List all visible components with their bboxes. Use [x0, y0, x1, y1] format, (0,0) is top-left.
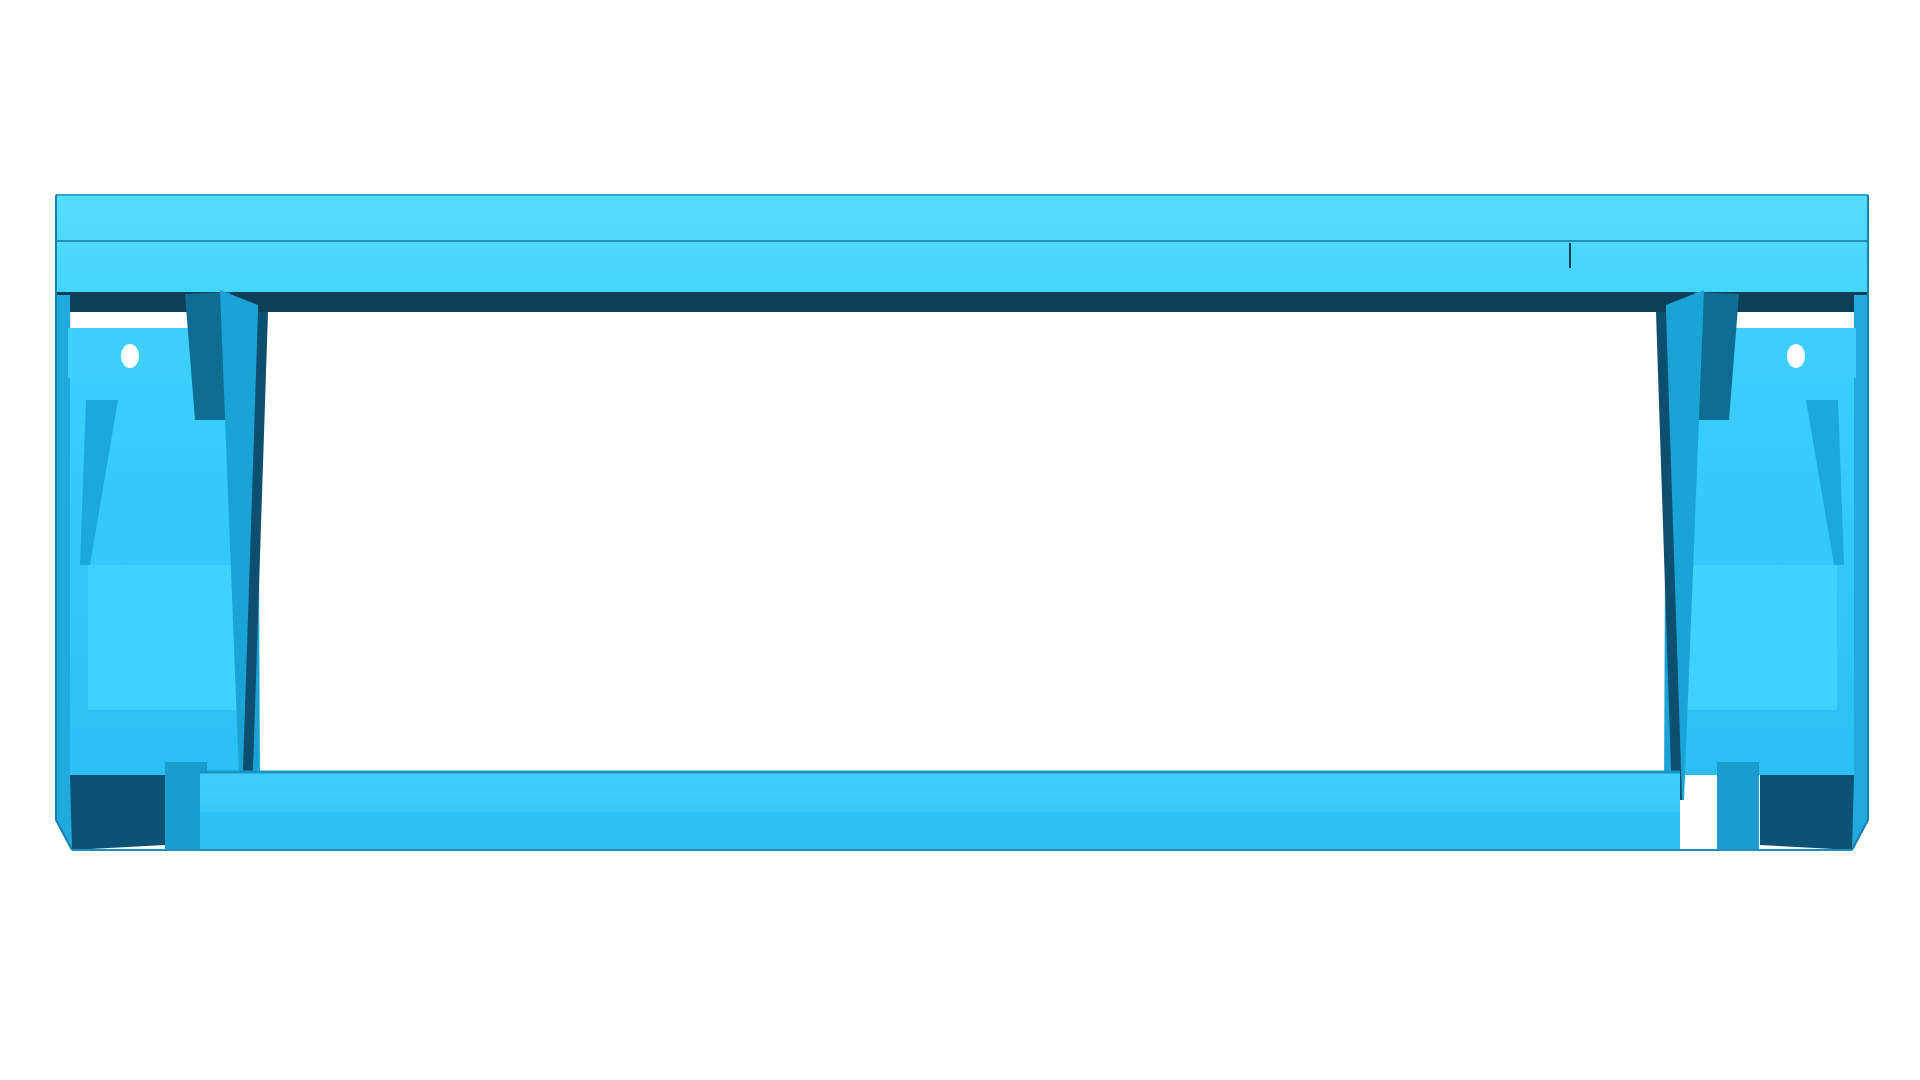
top-beam	[56, 194, 1868, 312]
left-pin-hole	[121, 344, 139, 368]
bottom-beam	[72, 770, 1852, 851]
right-pin-hole	[1787, 344, 1805, 368]
left-side-plate	[56, 290, 268, 850]
right-side-plate	[1656, 290, 1868, 850]
frame-edges	[55, 195, 1869, 851]
